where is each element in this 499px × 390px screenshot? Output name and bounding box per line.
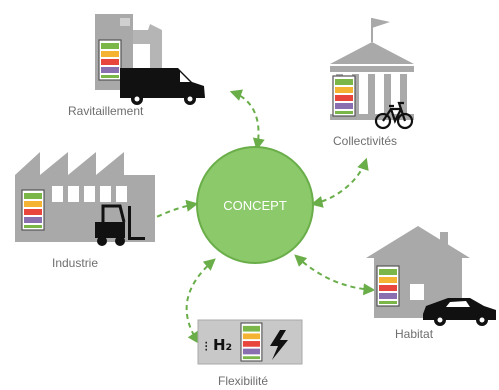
flexibilite-node: ⁝ H₂ (197, 319, 303, 365)
concept-label: CONCEPT (223, 198, 287, 213)
h2-label: H₂ (213, 336, 232, 354)
connector-ravitaillement (229, 89, 265, 151)
car-icon (423, 298, 496, 326)
label-flexibilite: Flexibilité (218, 374, 269, 388)
habitat-node (366, 226, 496, 326)
label-habitat: Habitat (395, 327, 434, 341)
rack-icon (240, 322, 263, 362)
bicycle-icon (374, 101, 414, 130)
ravitaillement-node (95, 14, 205, 105)
concept-node: CONCEPT (196, 146, 314, 264)
label-collectivites: Collectivités (333, 134, 398, 148)
van-icon (120, 68, 205, 105)
collectivites-node (330, 18, 414, 130)
lightning-icon (270, 330, 288, 360)
hydrogen-dots-icon: ⁝ (204, 339, 208, 355)
rack-icon (98, 39, 122, 81)
industrie-node (15, 152, 155, 246)
forklift-icon (95, 204, 145, 246)
rack-icon (376, 265, 400, 307)
rack-icon (21, 189, 45, 231)
connector-flexibilite (185, 258, 216, 344)
connector-habitat (294, 254, 376, 296)
factory-icon (15, 152, 155, 242)
label-ravitaillement: Ravitaillement (68, 104, 144, 118)
label-industrie: Industrie (52, 256, 99, 270)
connector-collectivites (310, 157, 369, 208)
connector-industrie (139, 199, 199, 226)
rack-icon (332, 75, 356, 117)
